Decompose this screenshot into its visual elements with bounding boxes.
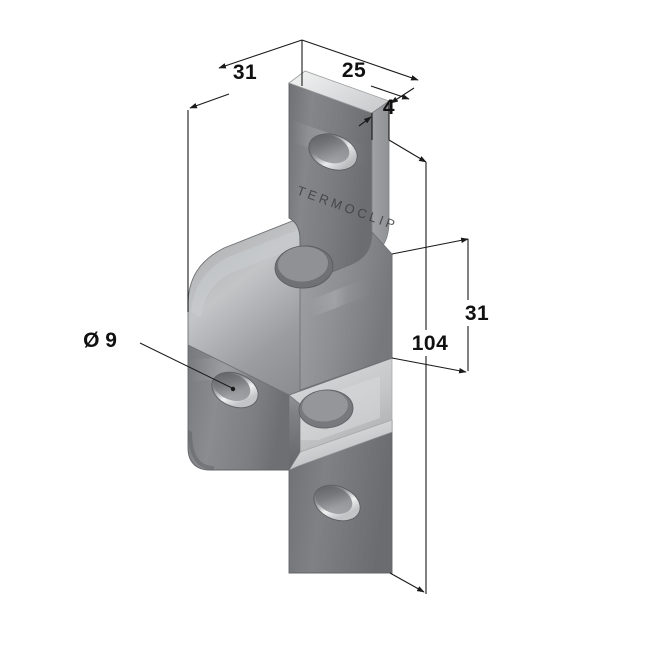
- hole-bottom-flange-inner: [315, 486, 353, 514]
- dim-31-top-leader-left: [189, 93, 230, 109]
- hole-lower-left: [211, 371, 259, 409]
- lower-plate-corner-shade: [188, 430, 214, 470]
- middle-web-bend-highlight: [191, 229, 300, 318]
- middle-right-rib-face: [299, 230, 393, 391]
- dim-label-diameter-9: Ø 9: [83, 329, 117, 352]
- dim-31-right-extension-bottom: [391, 357, 467, 374]
- dim-104-extension-top: [388, 139, 427, 163]
- hole-lower-inner-inner: [302, 390, 348, 422]
- dim-104-extension-bottom: [389, 572, 425, 593]
- middle-right-rib: [299, 230, 393, 391]
- hole-lower-left-inner: [213, 373, 251, 401]
- hole-middle-web-inner: [278, 246, 328, 282]
- bracket-part: TERMOCLIP: [187, 70, 400, 574]
- hole-upper-front-inner: [310, 134, 350, 164]
- dim-label-31-right: 31: [465, 302, 489, 325]
- dim-25-leader-inner: [370, 85, 410, 100]
- hole-lower-inner: [298, 389, 354, 429]
- dim-25-leader-right: [301, 39, 419, 81]
- hole-bottom-flange: [313, 484, 361, 522]
- dim-31-right-extension-top: [391, 237, 469, 255]
- rib-streak: [310, 276, 372, 318]
- dim-label-104: 104: [412, 332, 449, 355]
- dimension-annotations: 31 25 4 104 31 Ø 9: [83, 39, 489, 594]
- dim-label-25: 25: [342, 59, 366, 82]
- hole-middle-web: [274, 245, 334, 289]
- dim-4-leader: [358, 116, 372, 127]
- hole-upper-front: [308, 133, 358, 171]
- dia-9-leader-line: [139, 342, 233, 389]
- dia-9-leader-dot: [230, 386, 236, 392]
- dim-4-leader-right: [390, 87, 415, 104]
- dim-label-4: 4: [383, 96, 395, 119]
- dim-31-top-leader-right: [218, 39, 303, 69]
- dim-label-31-top: 31: [233, 61, 257, 84]
